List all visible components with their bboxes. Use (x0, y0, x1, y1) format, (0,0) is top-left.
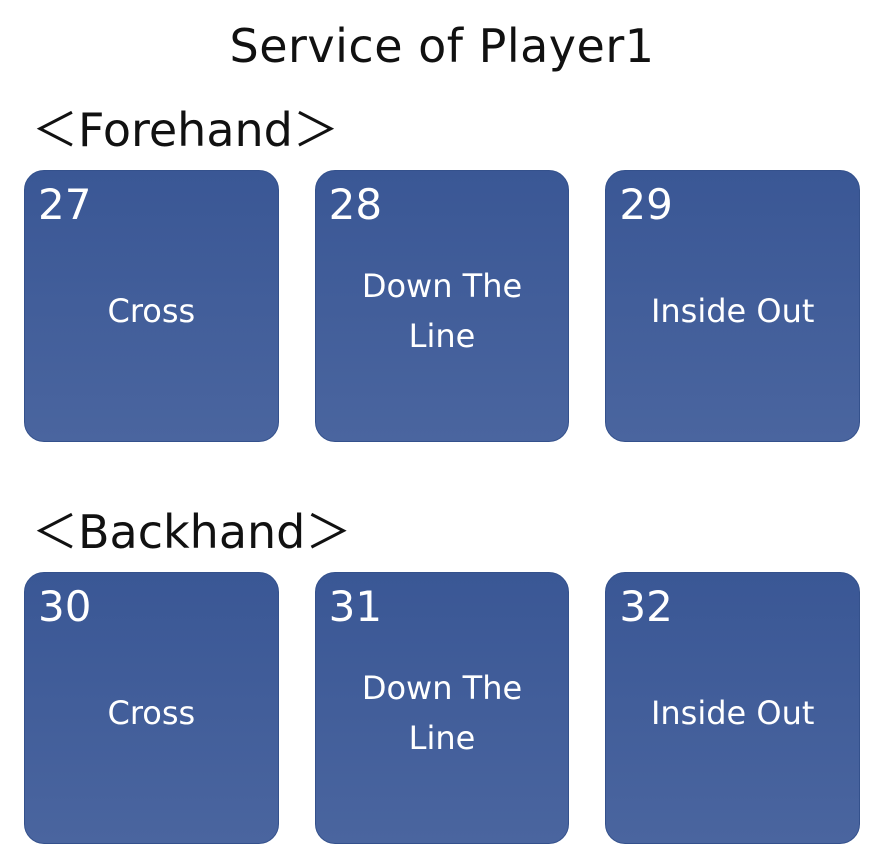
tile-number: 29 (619, 180, 673, 229)
forehand-tile-row: 27 Cross 28 Down The Line 29 Inside Out (24, 170, 861, 442)
section-heading-backhand: ＜Backhand＞ (32, 505, 352, 559)
tile-forehand-inside-out[interactable]: 29 Inside Out (605, 170, 861, 442)
tile-backhand-inside-out[interactable]: 32 Inside Out (605, 572, 861, 844)
tile-label: Cross (107, 694, 196, 732)
tile-label: Inside Out (650, 694, 815, 732)
tile-number: 32 (619, 582, 673, 631)
page-title: Service of Player1 (229, 19, 655, 73)
tile-label: Down The Line (361, 669, 523, 757)
tile-forehand-down-the-line[interactable]: 28 Down The Line (314, 170, 570, 442)
tile-forehand-cross[interactable]: 27 Cross (24, 170, 279, 442)
tile-backhand-down-the-line[interactable]: 31 Down The Line (314, 572, 570, 844)
tile-label: Inside Out (650, 292, 815, 330)
section-heading-forehand: ＜Forehand＞ (32, 103, 339, 157)
tile-number: 27 (38, 180, 92, 229)
tile-label: Down The Line (361, 267, 523, 355)
tile-number: 31 (328, 582, 383, 631)
backhand-tile-row: 30 Cross 31 Down The Line 32 Inside Out (24, 572, 861, 844)
tile-number: 28 (328, 180, 383, 229)
tile-number: 30 (38, 582, 92, 631)
tile-label: Cross (107, 292, 196, 330)
tile-backhand-cross[interactable]: 30 Cross (24, 572, 279, 844)
